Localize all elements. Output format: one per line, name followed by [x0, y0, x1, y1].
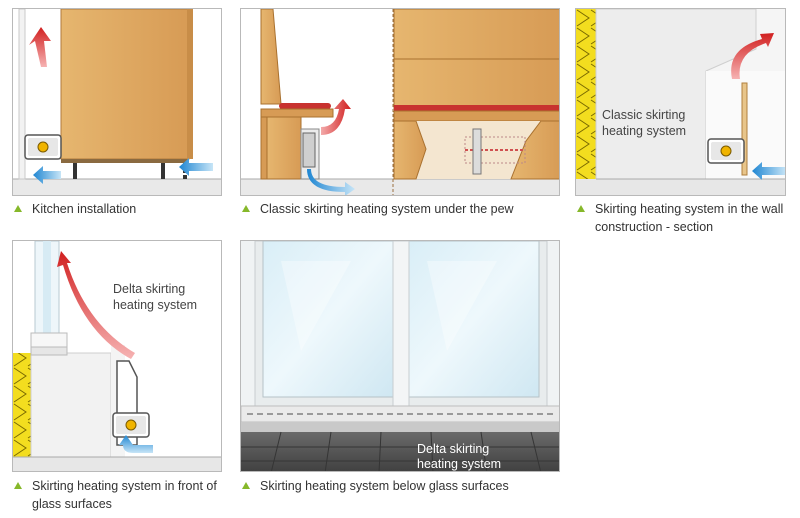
triangle-bullet-icon — [242, 482, 250, 489]
kitchen-cabinet — [60, 9, 190, 160]
label-classic-2: heating system — [602, 124, 686, 138]
pew-cushion — [279, 103, 331, 109]
panel-pew — [240, 8, 560, 196]
triangle-bullet-icon — [242, 205, 250, 212]
cool-air-arrow-icon — [119, 435, 153, 453]
label-delta-2: heating system — [113, 298, 197, 312]
glass-pane-left — [262, 241, 394, 398]
triangle-bullet-icon — [14, 482, 22, 489]
cabinet-leg — [161, 163, 165, 179]
heater-icon — [707, 138, 745, 164]
insulation — [13, 353, 31, 457]
label-delta-1: Delta skirting — [113, 282, 185, 296]
heater-icon — [302, 132, 316, 168]
triangle-bullet-icon — [577, 205, 585, 212]
floor — [241, 179, 559, 195]
caption-glass-below: Skirting heating system below glass surf… — [242, 477, 562, 495]
cabinet-leg — [73, 163, 77, 179]
cool-air-arrow-icon — [33, 166, 61, 184]
warm-air-arrow-icon — [321, 99, 351, 135]
warm-air-arrow-icon — [57, 251, 135, 359]
heater-icon — [112, 412, 150, 438]
skirting-board — [741, 82, 748, 176]
label-classic-1: Classic skirting — [602, 108, 685, 122]
heater-pipe-icon — [472, 128, 482, 175]
cool-air-arrow-icon — [752, 162, 785, 180]
panel-glass-below: Delta skirting heating system — [240, 240, 560, 472]
floor — [13, 179, 221, 195]
pew-backrest — [260, 9, 282, 105]
caption-glass-front: Skirting heating system in front of glas… — [14, 477, 234, 513]
glass-pane-right — [408, 241, 540, 398]
label-delta-1: Delta skirting — [417, 442, 489, 456]
insulation — [576, 9, 596, 195]
triangle-bullet-icon — [14, 205, 22, 212]
floor-tiles — [241, 432, 559, 471]
cool-air-arrow-icon — [179, 158, 213, 176]
panel-kitchen — [12, 8, 222, 196]
caption-pew: Classic skirting heating system under th… — [242, 200, 562, 218]
caption-kitchen: Kitchen installation — [14, 200, 234, 218]
pew-cushion — [394, 105, 559, 111]
wall — [18, 9, 26, 180]
heater-icon — [24, 134, 62, 160]
warm-air-arrow-icon — [29, 27, 51, 67]
caption-wall-section: Skirting heating system in the wall cons… — [577, 200, 787, 236]
cool-air-arrow-icon — [307, 169, 355, 195]
pew-side — [266, 116, 302, 180]
label-delta-2: heating system — [417, 457, 501, 471]
wall — [30, 352, 112, 458]
panel-glass-front: Delta skirting heating system — [12, 240, 222, 472]
panel-wall-section: Classic skirting heating system — [575, 8, 786, 196]
warm-air-arrow-icon — [731, 33, 774, 79]
